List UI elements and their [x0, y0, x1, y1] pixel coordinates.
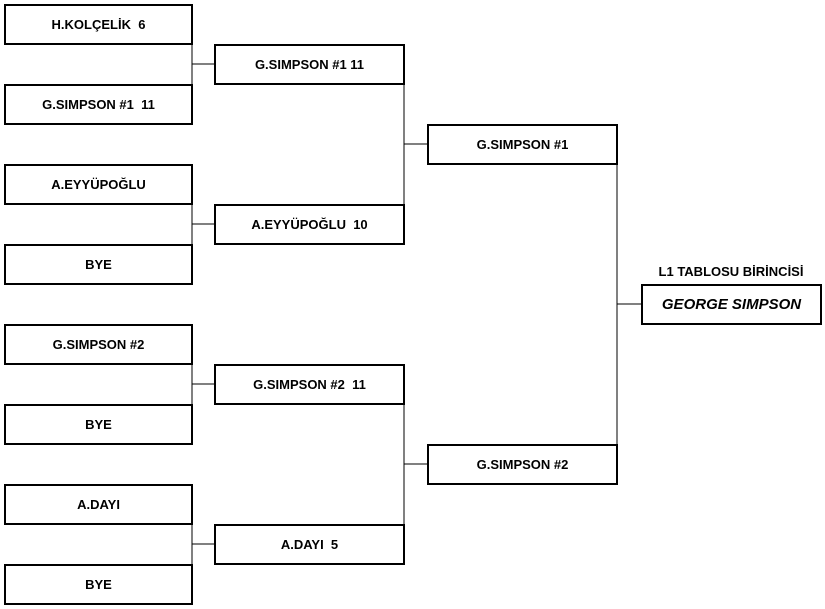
round1-entry-2: G.SIMPSON #1 11 [4, 84, 193, 125]
round1-entry-4-label: BYE [85, 257, 112, 272]
round1-entry-3-label: A.EYYÜPOĞLU [51, 177, 146, 192]
round2-entry-1: G.SIMPSON #1 11 [214, 44, 405, 85]
round1-entry-1-label: H.KOLÇELİK 6 [51, 17, 146, 32]
round2-entry-3-label: G.SIMPSON #2 11 [253, 377, 366, 392]
round1-entry-7: A.DAYI [4, 484, 193, 525]
round2-entry-1-label: G.SIMPSON #1 11 [254, 57, 365, 72]
champion-name: GEORGE SIMPSON [661, 296, 802, 313]
round1-entry-8-label: BYE [85, 577, 112, 592]
round1-entry-8: BYE [4, 564, 193, 605]
round2-entry-4-label: A.DAYI 5 [280, 537, 339, 552]
round3-entry-1-label: G.SIMPSON #1 [476, 137, 569, 152]
champion-box: GEORGE SIMPSON [641, 284, 822, 325]
round2-entry-2-label: A.EYYÜPOĞLU 10 [251, 217, 368, 232]
round1-entry-2-label: G.SIMPSON #1 11 [42, 97, 155, 112]
round1-entry-5: G.SIMPSON #2 [4, 324, 193, 365]
round2-entry-3: G.SIMPSON #2 11 [214, 364, 405, 405]
round1-entry-3: A.EYYÜPOĞLU [4, 164, 193, 205]
round1-entry-6: BYE [4, 404, 193, 445]
round3-entry-2-label: G.SIMPSON #2 [476, 457, 569, 472]
round1-entry-5-label: G.SIMPSON #2 [52, 337, 145, 352]
round3-entry-2: G.SIMPSON #2 [427, 444, 618, 485]
round2-entry-4: A.DAYI 5 [214, 524, 405, 565]
round1-entry-6-label: BYE [85, 417, 112, 432]
round1-entry-1: H.KOLÇELİK 6 [4, 4, 193, 45]
champion-title: L1 TABLOSU BİRİNCİSİ [658, 264, 804, 279]
round3-entry-1: G.SIMPSON #1 [427, 124, 618, 165]
round2-entry-2: A.EYYÜPOĞLU 10 [214, 204, 405, 245]
round1-entry-7-label: A.DAYI [77, 497, 120, 512]
round1-entry-4: BYE [4, 244, 193, 285]
